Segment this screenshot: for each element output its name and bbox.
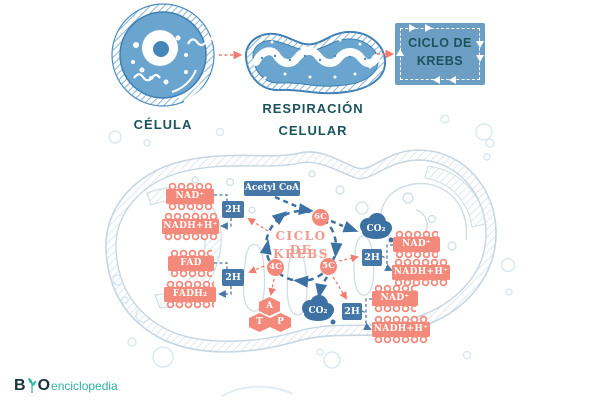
- respiration-label-line1: RESPIRACIÓN: [262, 101, 364, 116]
- krebs-box-label-line2: KREBS: [416, 54, 464, 68]
- cycle-arrow-icon: [476, 55, 484, 62]
- logo-letter-b: B: [14, 377, 26, 394]
- cycle-arrow-icon: [409, 24, 416, 32]
- release-connectors: [247, 217, 359, 300]
- nadh-label-right-top: NADH+H⁺: [392, 258, 450, 287]
- node-5c: 5C: [320, 258, 337, 275]
- nad-label-right-top: NAD⁺: [393, 230, 440, 259]
- respiration-label-line2: CELULAR: [278, 123, 348, 138]
- cycle-title-line1: CICLO DE: [275, 229, 327, 257]
- nad-label-right-bottom: NAD⁺: [372, 284, 418, 313]
- krebs-cycle-ring: [259, 195, 359, 299]
- krebs-box-label-line1: CICLO DE: [408, 36, 472, 50]
- node-4c: 4C: [267, 259, 284, 276]
- atp-hex-a: A: [259, 297, 280, 316]
- nadh-label-left: NADH+H⁺: [162, 212, 219, 241]
- cycle-title-line2: KREBS: [273, 247, 329, 261]
- logo-letter-o: O: [37, 377, 51, 394]
- h2-label-left-bottom: 2H: [222, 269, 244, 286]
- node-6c: 6C: [312, 209, 329, 226]
- leaf-icon: [28, 377, 36, 394]
- nadh-label-right-bottom: NADH+H⁺: [372, 315, 430, 344]
- acetyl-coa-label: Acetyl CoA: [244, 181, 300, 196]
- carrier-connectors: [214, 194, 393, 330]
- cycle-arrow-icon: [476, 41, 484, 48]
- cycle-arrow-icon: [425, 24, 432, 32]
- flow-arrows: [219, 49, 395, 60]
- fad-label: FAD: [168, 249, 214, 278]
- logo-name: enciclopedia: [51, 379, 118, 393]
- co2-cloud-right: [360, 213, 394, 243]
- h2-label-bottom: 2H: [342, 303, 362, 320]
- cell-label: CÉLULA: [133, 117, 193, 132]
- cycle-arrow-icon: [396, 49, 404, 56]
- h2-label-left-top: 2H: [222, 201, 244, 218]
- fadh2-label: FADH₂: [164, 280, 216, 309]
- mitochondria-illustration: [244, 30, 387, 95]
- cycle-arrow-icon: [433, 76, 440, 84]
- cycle-arrow-icon: [449, 76, 456, 84]
- atp-hex-t: T: [249, 313, 270, 332]
- h2-label-right: 2H: [362, 249, 382, 266]
- co2-cloud-bottom: [302, 295, 336, 325]
- krebs-overview-box: CICLO DE KREBS: [395, 23, 485, 85]
- nad-label-left: NAD⁺: [166, 182, 214, 211]
- atp-hex-p: P: [270, 313, 291, 332]
- co2-label-right: CO₂: [366, 224, 386, 234]
- co2-label-bottom: CO₂: [308, 306, 328, 316]
- cell-illustration: [111, 3, 215, 107]
- bioenciclopedia-logo: B O enciclopedia: [14, 377, 118, 394]
- cycle-arrowheads: [259, 203, 359, 299]
